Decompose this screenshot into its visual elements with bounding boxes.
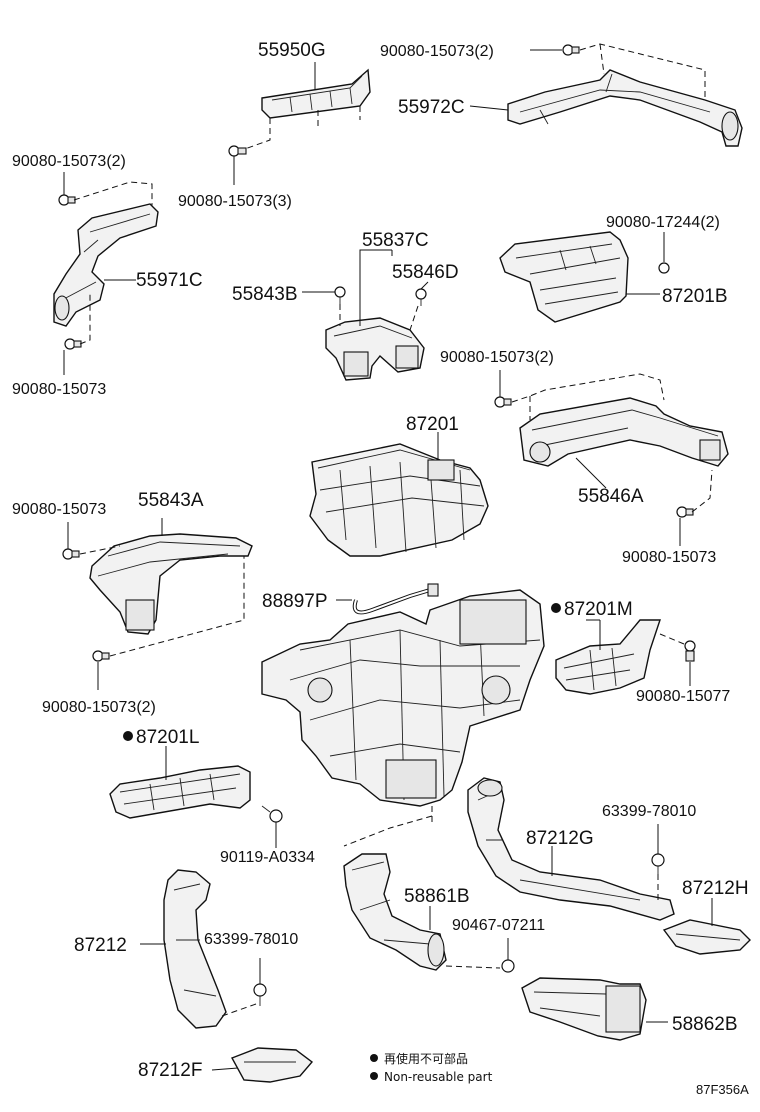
part-55971C-duct[interactable] [53, 203, 159, 327]
part-87201-upper-unit[interactable] [309, 443, 489, 557]
label-90080-15073-midleft[interactable]: 90080-15073 [12, 501, 106, 518]
bolt-90119-A0334[interactable] [261, 805, 283, 823]
label-55843B[interactable]: 55843B [232, 284, 298, 305]
label-55846D[interactable]: 55846D [392, 262, 459, 283]
label-90080-15073-2-left[interactable]: 90080-15073(2) [12, 153, 126, 170]
label-87201L[interactable]: 87201L [136, 727, 199, 748]
part-87201L-register[interactable] [109, 765, 251, 819]
part-55972C-duct[interactable] [507, 69, 743, 147]
part-87212G-duct[interactable] [467, 777, 675, 921]
label-87201M[interactable]: 87201M [564, 599, 633, 620]
part-87201B-register[interactable] [499, 231, 629, 323]
label-90080-15073-right[interactable]: 90080-15073 [622, 549, 716, 566]
label-90467-07211[interactable]: 90467-07211 [452, 917, 545, 934]
label-90080-15073-2-top[interactable]: 90080-15073(2) [380, 43, 494, 60]
part-87201M-register[interactable] [555, 619, 661, 695]
label-55950G[interactable]: 55950G [258, 40, 326, 61]
label-87212F[interactable]: 87212F [138, 1060, 202, 1081]
clip-63399-78010-left[interactable] [253, 983, 267, 1006]
bolt-90080-17244-2[interactable] [658, 262, 670, 274]
label-87201[interactable]: 87201 [406, 414, 459, 435]
label-87212G[interactable]: 87212G [526, 828, 594, 849]
part-87212F-duct[interactable] [231, 1047, 314, 1083]
legend-text-cn: 再使用不可部品 [384, 1051, 468, 1066]
part-55843B-clip[interactable] [334, 286, 346, 304]
part-55846A-duct[interactable] [519, 397, 729, 467]
bolt-90080-15073-midleft[interactable] [62, 548, 80, 560]
label-55972C[interactable]: 55972C [398, 97, 465, 118]
label-55846A[interactable]: 55846A [578, 486, 644, 507]
part-87212H-duct[interactable] [662, 919, 751, 955]
part-88897P-hose[interactable] [352, 583, 439, 615]
diagram-code: 87F356A [696, 1082, 749, 1097]
label-55837C[interactable]: 55837C [362, 230, 429, 251]
label-90080-15073-2-right[interactable]: 90080-15073(2) [440, 349, 554, 366]
label-55971C[interactable]: 55971C [136, 270, 203, 291]
bolt-90080-15073-2-top[interactable] [562, 44, 580, 56]
label-90080-15077[interactable]: 90080-15077 [636, 688, 730, 705]
part-hvac-main-housing[interactable] [261, 589, 545, 807]
part-58862B-duct[interactable] [521, 977, 647, 1041]
part-55950G-register[interactable] [261, 68, 371, 119]
part-55843A-duct[interactable] [89, 533, 253, 635]
label-58861B[interactable]: 58861B [404, 886, 470, 907]
part-87212-duct[interactable] [163, 869, 227, 1029]
label-88897P[interactable]: 88897P [262, 591, 328, 612]
non-reusable-dot-87201M [551, 603, 561, 613]
label-58862B[interactable]: 58862B [672, 1014, 738, 1035]
bolt-90467-07211[interactable] [501, 959, 515, 973]
label-87212H[interactable]: 87212H [682, 878, 749, 899]
legend-text-en: Non-reusable part [384, 1070, 493, 1084]
part-55846D-clip[interactable] [415, 288, 427, 306]
bolt-90080-15073-3[interactable] [228, 145, 247, 157]
label-55843A[interactable]: 55843A [138, 490, 204, 511]
label-63399-78010-left[interactable]: 63399-78010 [204, 931, 298, 948]
bolt-90080-15077[interactable] [684, 640, 696, 662]
bolt-90080-15073-right-lower[interactable] [676, 506, 694, 518]
part-58861B-duct[interactable] [343, 853, 447, 971]
bolt-90080-15073-2-midleft[interactable] [92, 650, 110, 662]
bolt-90080-15073-left-lower[interactable] [64, 338, 82, 350]
legend-dot-en [370, 1072, 378, 1080]
clip-63399-78010-right[interactable] [651, 853, 665, 874]
bolt-90080-15073-2-right[interactable] [494, 396, 512, 408]
label-87212[interactable]: 87212 [74, 935, 127, 956]
label-90080-15073-left[interactable]: 90080-15073 [12, 381, 106, 398]
legend-dot-cn [370, 1054, 378, 1062]
label-90080-15073-2-midleft[interactable]: 90080-15073(2) [42, 699, 156, 716]
label-87201B[interactable]: 87201B [662, 286, 728, 307]
bolt-90080-15073-2-left[interactable] [58, 194, 76, 206]
label-90080-15073-3[interactable]: 90080-15073(3) [178, 193, 292, 210]
label-63399-78010-right[interactable]: 63399-78010 [602, 803, 696, 820]
part-55837C-duct[interactable] [325, 317, 425, 381]
label-90119-A0334[interactable]: 90119-A0334 [220, 849, 315, 866]
non-reusable-dot-87201L [123, 731, 133, 741]
label-90080-17244-2[interactable]: 90080-17244(2) [606, 214, 720, 231]
